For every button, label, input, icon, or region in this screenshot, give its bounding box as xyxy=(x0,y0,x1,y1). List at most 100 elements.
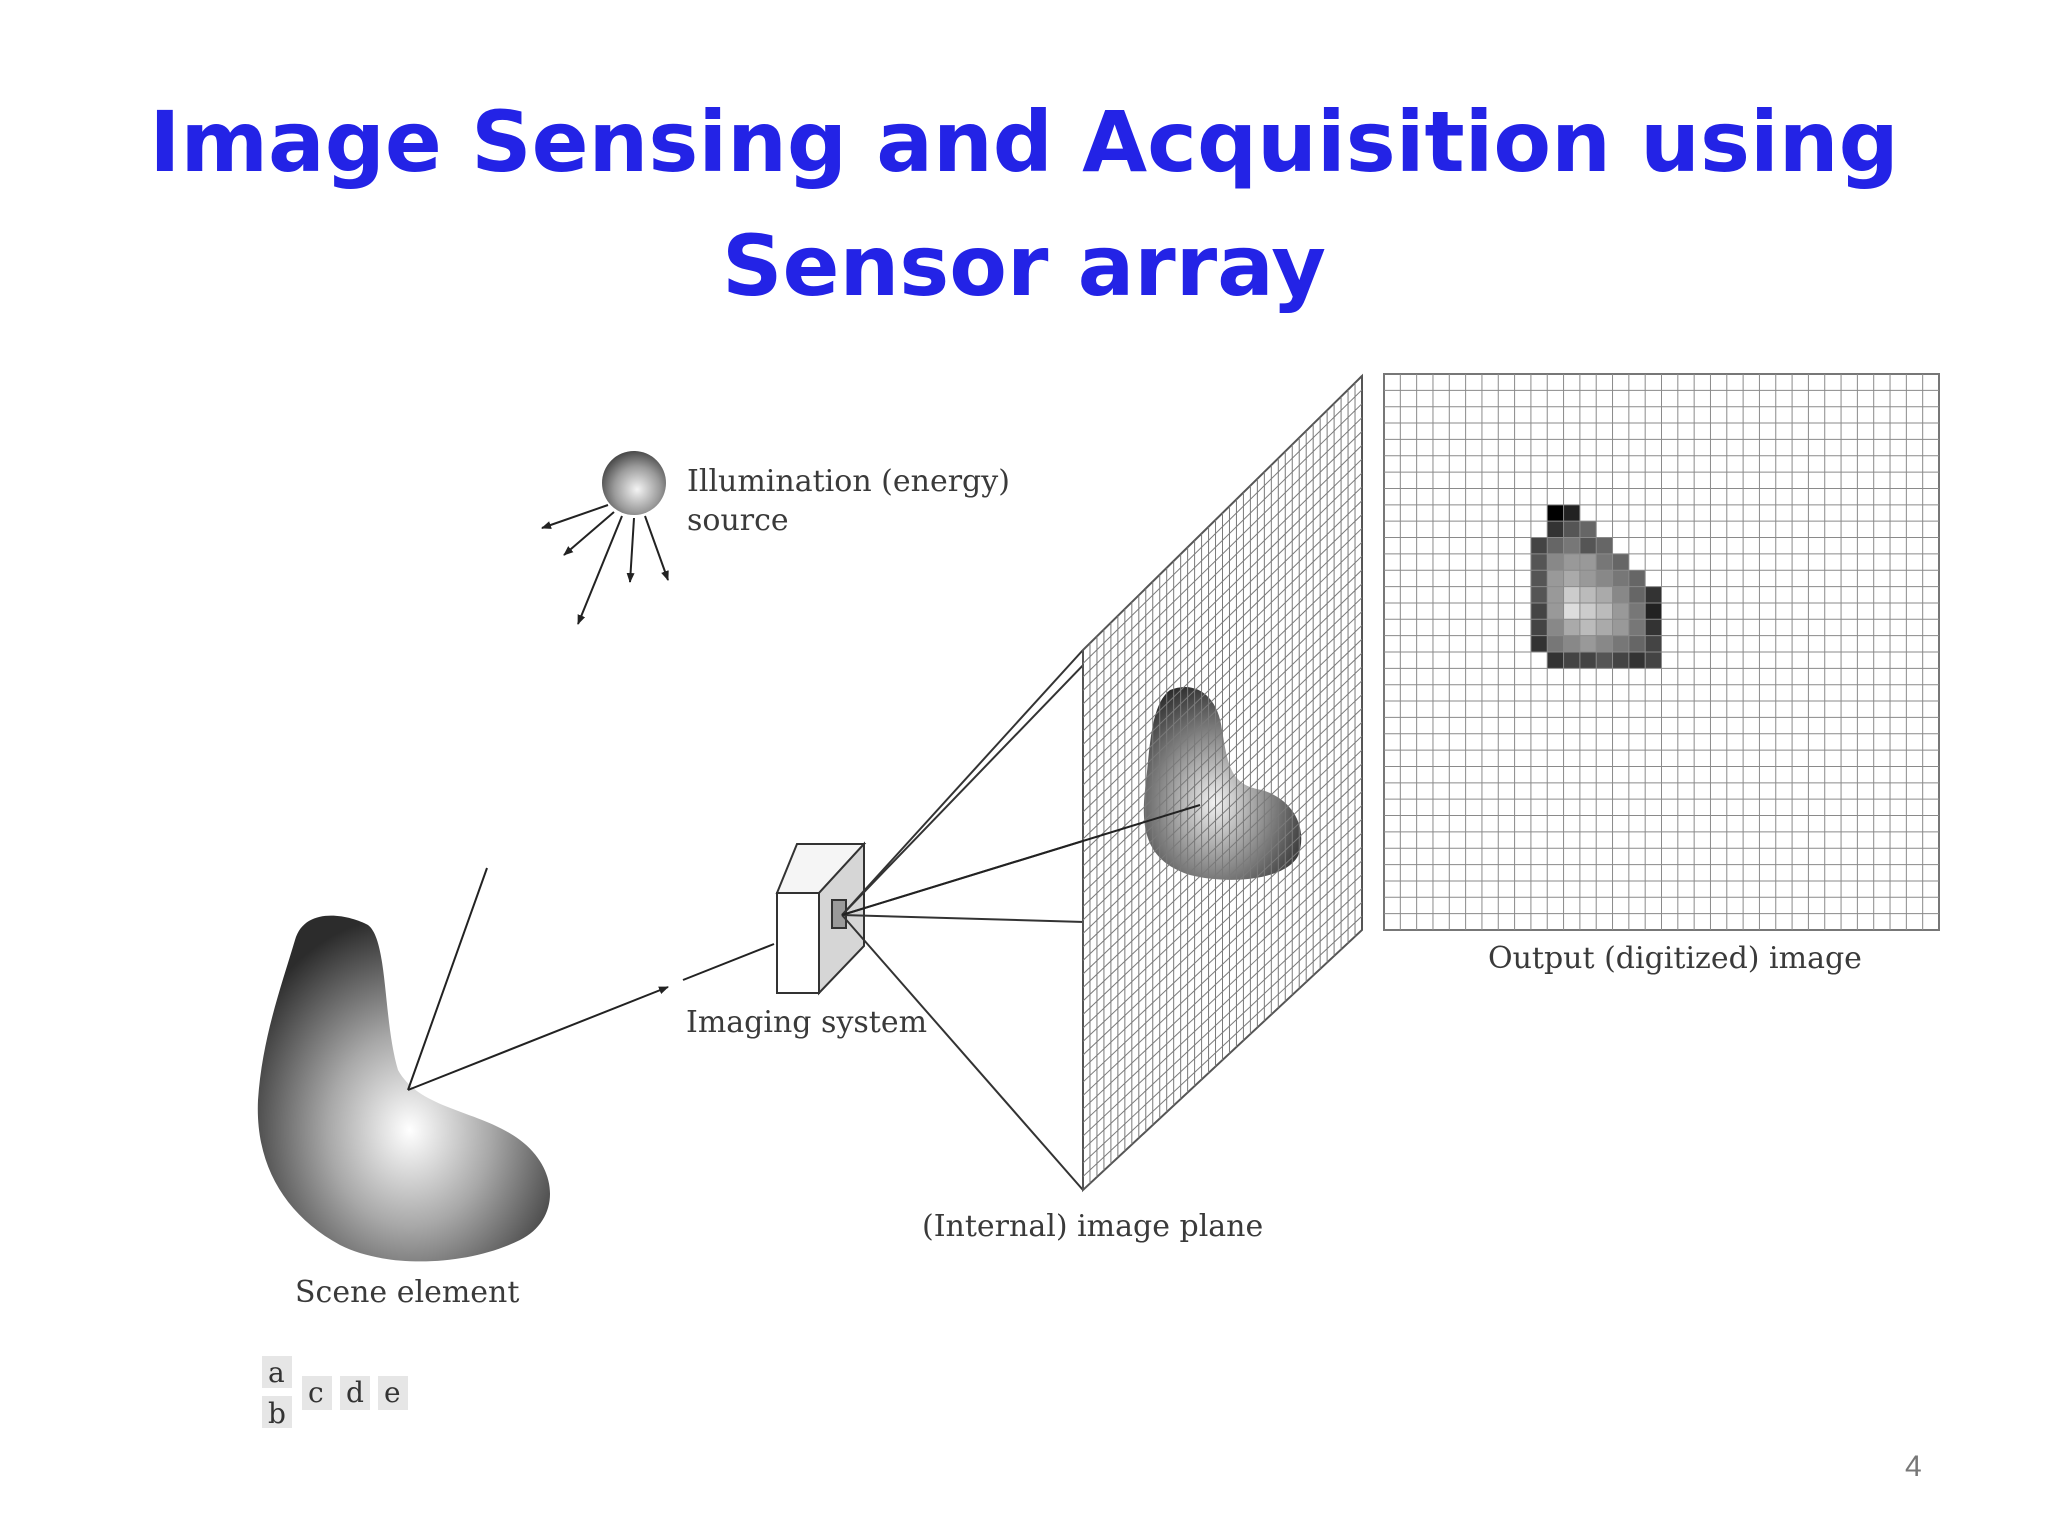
output-image-grid xyxy=(1384,374,1939,930)
pixel-cell xyxy=(1579,537,1597,554)
pixel-cell xyxy=(1596,602,1613,620)
pixel-cell xyxy=(1612,570,1629,587)
pixel-cell xyxy=(1563,521,1580,538)
pixel-cell xyxy=(1612,586,1629,603)
panel-letter-box-d xyxy=(340,1376,370,1410)
incoming-ray xyxy=(407,986,669,1091)
plane-grid-line xyxy=(1083,846,1362,1110)
imaging-system-label: Imaging system xyxy=(686,1005,927,1040)
light-rays xyxy=(541,504,669,625)
panel-letters: a b c d e xyxy=(262,1356,408,1430)
plane-grid-line xyxy=(1083,832,1362,1096)
ray-to-lens xyxy=(682,943,775,981)
plane-grid-line xyxy=(1083,721,1362,988)
plane-grid-line xyxy=(1083,763,1362,1029)
pixel-cell xyxy=(1579,602,1597,620)
panel-letter-box-a xyxy=(262,1356,292,1388)
pixel-cell xyxy=(1563,635,1580,652)
pixel-cell xyxy=(1547,635,1564,652)
pixel-cell xyxy=(1612,652,1629,669)
pixel-cell xyxy=(1596,619,1613,636)
title-line-2: Sensor array xyxy=(721,217,1327,315)
pixel-cell xyxy=(1563,602,1580,620)
pixel-cell xyxy=(1596,570,1613,587)
pixel-cell xyxy=(1547,619,1564,636)
page-number: 4 xyxy=(1905,1450,1922,1483)
pixel-cell xyxy=(1563,553,1580,571)
imaging-box-front xyxy=(776,892,820,994)
imaging-system: Imaging system xyxy=(686,841,927,1040)
pixel-cell xyxy=(1645,635,1662,652)
pixel-cell xyxy=(1547,570,1564,587)
panel-letter-box-e xyxy=(378,1376,408,1410)
pixel-cell xyxy=(1596,553,1613,571)
plane-grid-line xyxy=(1083,915,1362,1177)
pixel-cell xyxy=(1530,602,1548,620)
pixel-cell xyxy=(1645,586,1662,603)
reflected-ray xyxy=(407,867,488,1091)
plane-grid-line xyxy=(1083,818,1362,1083)
pixel-cell xyxy=(1579,553,1597,571)
pixel-cell xyxy=(1530,537,1548,554)
pixel-cell xyxy=(1579,586,1597,603)
pixel-cell xyxy=(1547,652,1564,669)
plane-grid-line xyxy=(1083,735,1362,1002)
pixel-cell xyxy=(1612,635,1629,652)
slide-title: Image Sensing and Acquisition using Sens… xyxy=(0,80,2048,328)
illumination-label-2: source xyxy=(687,503,789,538)
panel-letter-box-b xyxy=(262,1396,292,1428)
title-line-1: Image Sensing and Acquisition using xyxy=(149,93,1899,191)
image-plane-grid xyxy=(1083,382,1362,1184)
pixel-cell xyxy=(1530,586,1548,603)
illumination-source: Illumination (energy) source xyxy=(541,451,1010,625)
image-plane-label: (Internal) image plane xyxy=(922,1209,1263,1244)
pixel-cell xyxy=(1547,602,1564,620)
pixel-cell xyxy=(1596,635,1613,652)
pixel-cell xyxy=(1563,652,1580,669)
pixel-cell xyxy=(1530,553,1548,571)
scene-blob xyxy=(257,915,550,1262)
plane-focus-ray xyxy=(841,804,1201,916)
pixel-cell xyxy=(1563,537,1580,554)
panel-letter-e: e xyxy=(384,1376,401,1409)
internal-image-plane: (Internal) image plane xyxy=(841,373,1363,1244)
output-image-label: Output (digitized) image xyxy=(1488,941,1862,976)
plane-grid-line xyxy=(1083,874,1362,1137)
pixel-cell xyxy=(1547,553,1564,571)
pixel-cell xyxy=(1628,602,1646,620)
output-image: Output (digitized) image xyxy=(1383,373,1940,976)
pixel-cell xyxy=(1563,619,1580,636)
scene-element-label: Scene element xyxy=(295,1275,519,1310)
plane-grid-line xyxy=(1083,777,1362,1042)
panel-letter-c: c xyxy=(308,1376,324,1409)
pixel-cell xyxy=(1612,619,1629,636)
plane-grid-line xyxy=(1083,652,1362,921)
pixel-cell xyxy=(1645,602,1662,620)
panel-letter-d: d xyxy=(346,1376,364,1409)
pixel-cell xyxy=(1547,504,1564,522)
pixel-cell xyxy=(1530,635,1548,652)
light-source-sphere xyxy=(602,451,666,515)
pixel-cell xyxy=(1612,602,1629,620)
pixel-cell xyxy=(1596,586,1613,603)
pixel-cell xyxy=(1579,619,1597,636)
pixel-cell xyxy=(1628,570,1646,587)
plane-grid-line xyxy=(1083,860,1362,1123)
plane-grid-line xyxy=(1083,901,1362,1164)
plane-grid-line xyxy=(1083,680,1362,948)
pixel-cell xyxy=(1579,652,1597,669)
pixel-cell xyxy=(1579,570,1597,587)
plane-grid-line xyxy=(1083,694,1362,961)
pixel-cell xyxy=(1579,635,1597,652)
pixel-cell xyxy=(1563,504,1580,522)
pixel-cell xyxy=(1596,537,1613,554)
plane-grid-line xyxy=(1083,804,1362,1069)
plane-grid-line xyxy=(1083,888,1362,1150)
pixel-cell xyxy=(1628,635,1646,652)
pixel-cell xyxy=(1563,586,1580,603)
pixel-cell xyxy=(1612,553,1629,571)
pixel-cell xyxy=(1547,586,1564,603)
pixel-cell xyxy=(1530,619,1548,636)
digitized-pixels xyxy=(1530,504,1662,669)
pixel-cell xyxy=(1645,652,1662,669)
